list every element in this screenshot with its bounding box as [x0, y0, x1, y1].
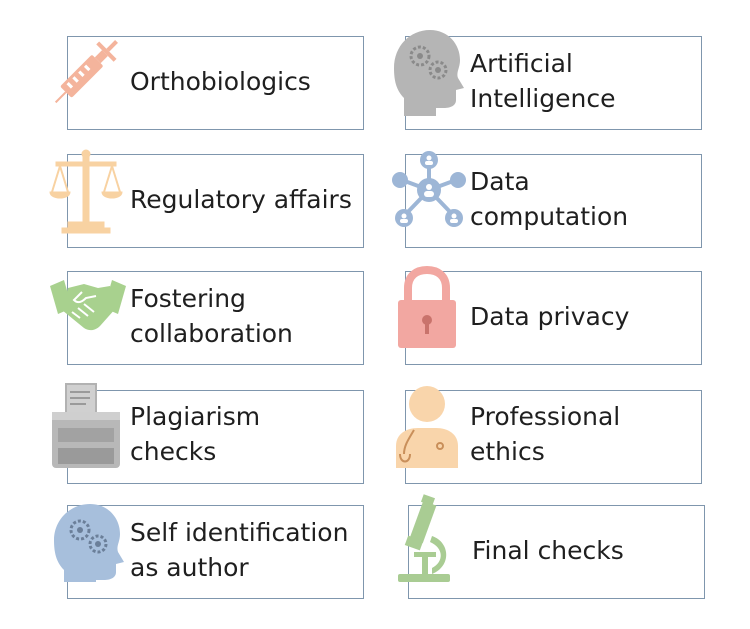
self-identification-label: Self identification as author: [130, 518, 349, 582]
regulatory-affairs-label: Regulatory affairs: [130, 185, 352, 214]
data-computation-label: Data computation: [470, 167, 629, 231]
orthobiologics-label: Orthobiologics: [130, 67, 311, 96]
doctor-icon: [392, 384, 462, 468]
final-checks-card: [408, 505, 705, 599]
microscope-icon: [392, 494, 456, 586]
padlock-icon: [396, 265, 458, 350]
handshake-icon: [50, 278, 126, 334]
artificial-intelligence-label: Artificial Intelligence: [470, 49, 616, 113]
data-computation-card: [405, 154, 702, 248]
plagiarism-checks-label: Plagiarism checks: [130, 402, 261, 466]
scales-icon: [49, 148, 123, 234]
syringe-icon: [48, 28, 130, 110]
network-icon: [392, 150, 466, 230]
printer-icon: [50, 382, 122, 470]
artificial-intelligence-card: [405, 36, 702, 130]
fostering-collaboration-label: Fostering collaboration: [130, 284, 293, 348]
orthobiologics-card: [67, 36, 364, 130]
ai-head-gears-icon: [390, 26, 466, 116]
professional-ethics-label: Professional ethics: [470, 402, 621, 466]
final-checks-label: Final checks: [472, 536, 624, 565]
head-gears-icon: [50, 500, 126, 582]
data-privacy-label: Data privacy: [470, 302, 630, 331]
regulatory-affairs-card: [67, 154, 364, 248]
fostering-collaboration-card: [67, 271, 364, 365]
